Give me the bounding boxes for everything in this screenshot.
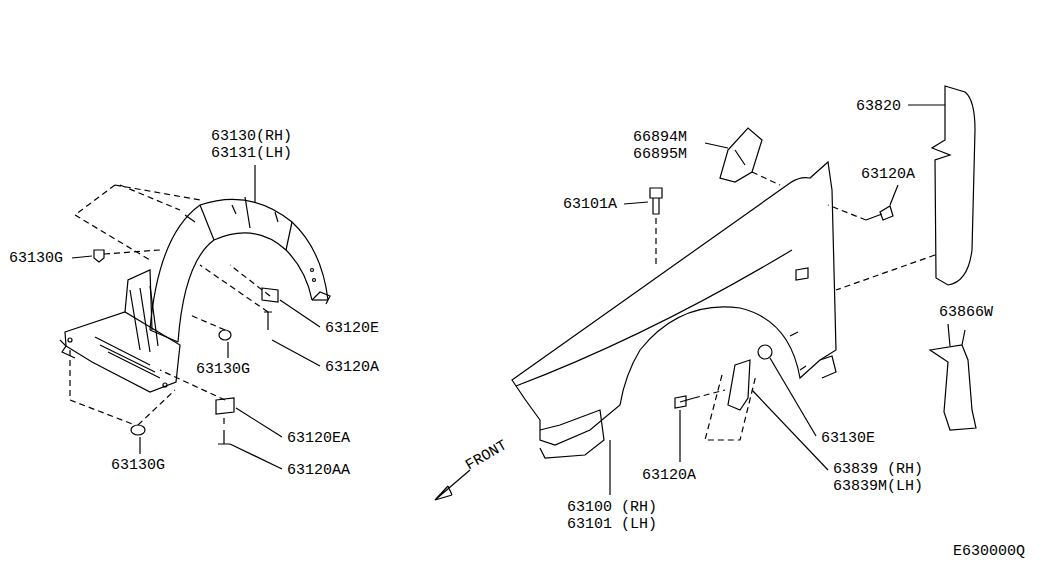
part-number: 63839M(LH) <box>832 478 924 495</box>
part-number: 63101 (LH) <box>566 516 658 533</box>
fender-liner <box>60 185 330 444</box>
callout-number: 63101A <box>562 196 618 213</box>
callout-number: 63820 <box>855 98 902 115</box>
screw <box>866 206 893 220</box>
callout-number: 63130E <box>820 430 876 447</box>
direction-label: FRONT <box>462 436 511 474</box>
callout-number: 63130G <box>195 361 251 378</box>
grommet <box>758 345 772 359</box>
callout-number: 63866W <box>938 304 994 321</box>
callout-number: 63130G <box>8 250 64 267</box>
part-number: 66895M <box>632 146 688 163</box>
part-number: 63130(RH) <box>210 128 293 145</box>
part-number: 63131(LH) <box>210 145 293 162</box>
front-fender <box>512 162 836 458</box>
leader-lines <box>72 105 950 495</box>
front-arrow <box>435 470 470 500</box>
bracket-part <box>930 330 976 430</box>
part-number: 63100 (RH) <box>566 499 658 516</box>
part-number: 66894M <box>632 129 688 146</box>
screw <box>675 396 694 408</box>
stay-part <box>728 360 750 410</box>
part-number: 63839 (RH) <box>832 461 924 478</box>
mud-guard <box>932 86 975 285</box>
bolt <box>650 188 662 214</box>
callout-number: 63120EA <box>286 430 351 447</box>
callout-number: 63120A <box>860 166 916 183</box>
callout-number: 63120A <box>324 359 380 376</box>
callout-number: 63120AA <box>286 462 351 479</box>
callout-number: 63120A <box>641 467 697 484</box>
diagram-code: E630000Q <box>952 543 1026 560</box>
callout-number: 63120E <box>324 320 380 337</box>
assembly-lines <box>656 172 935 440</box>
callout-number: 63130G <box>110 457 166 474</box>
